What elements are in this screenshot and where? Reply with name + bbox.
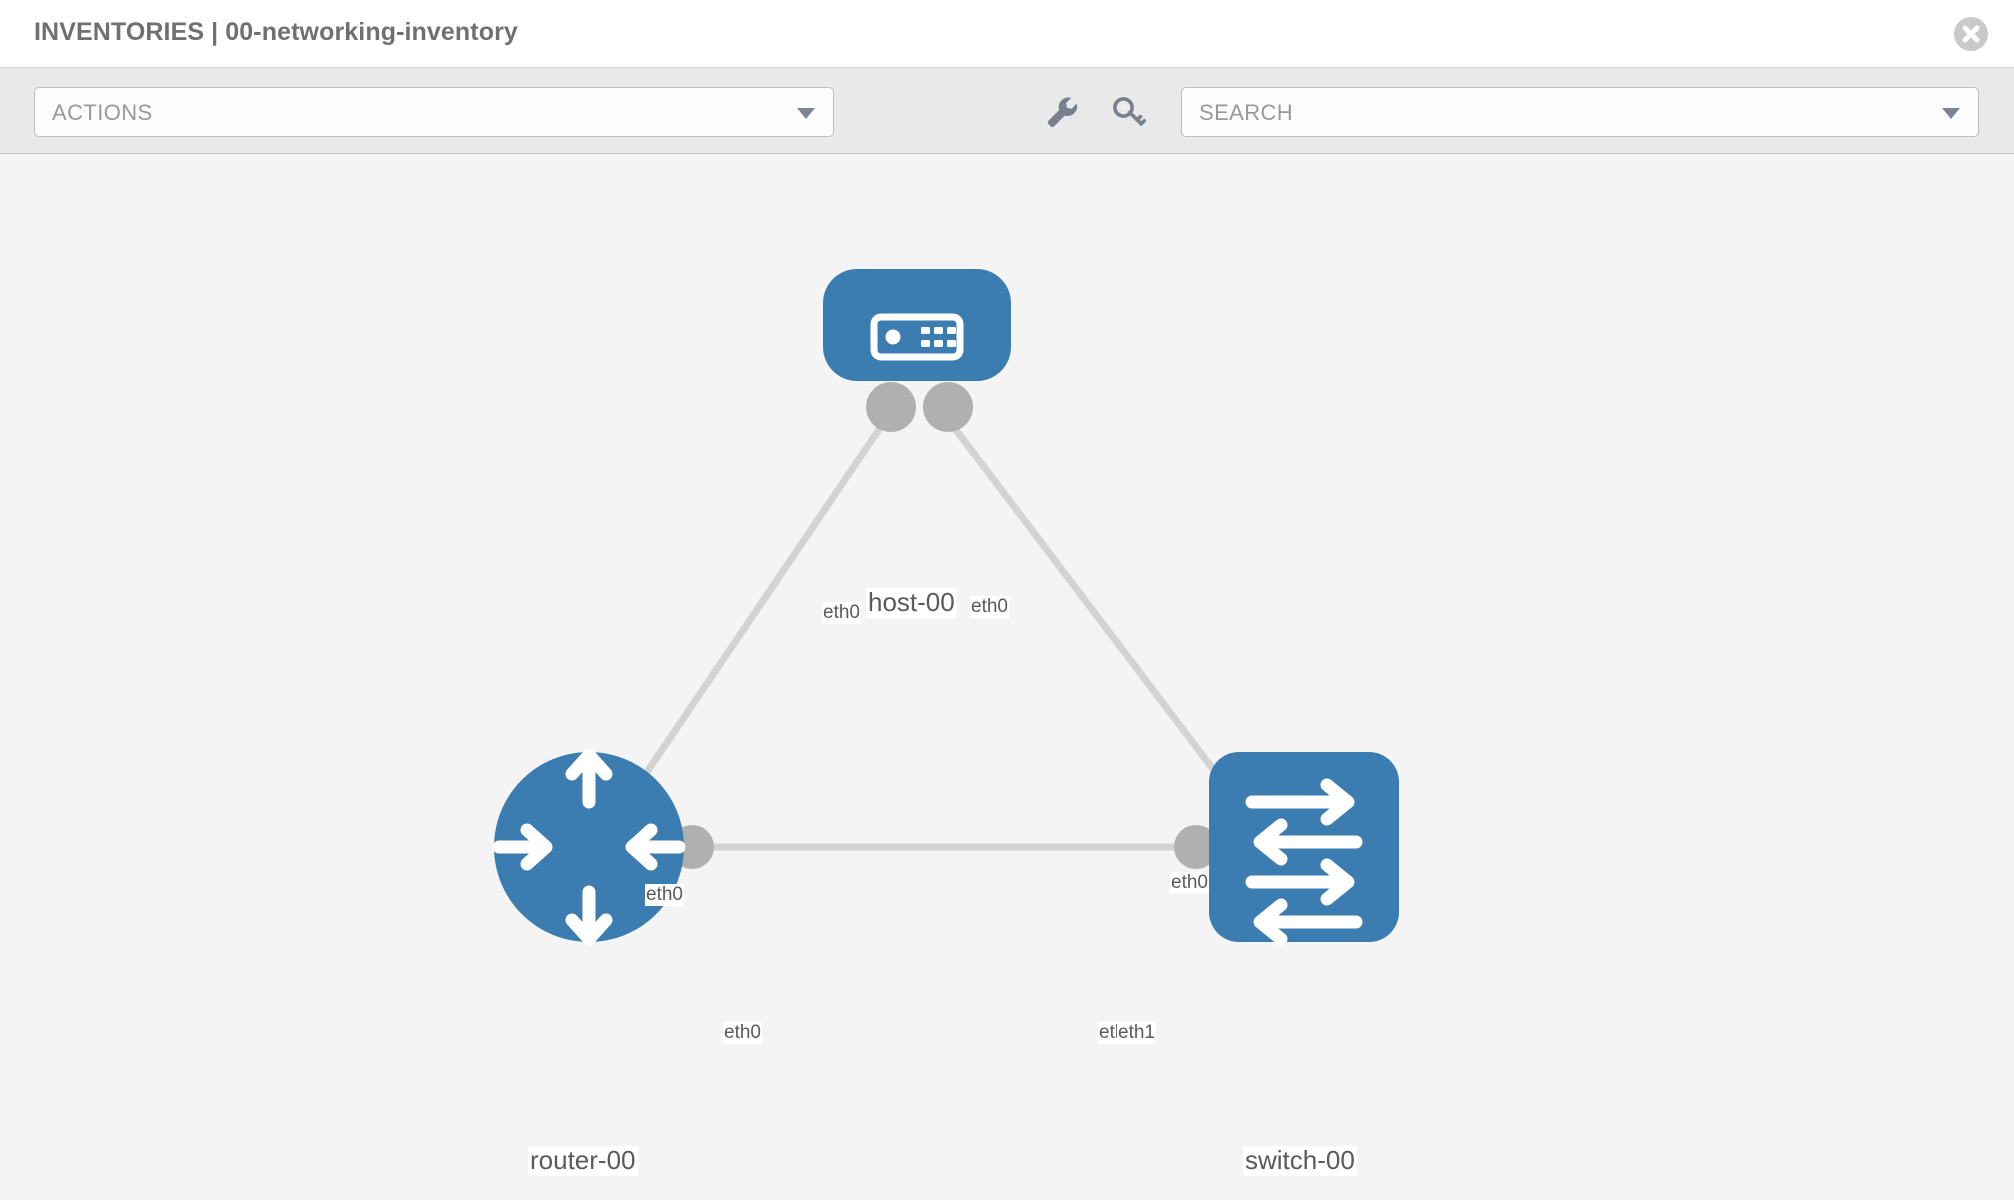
node-router-00[interactable] xyxy=(492,748,686,946)
iface-label-host-right: eth0 xyxy=(970,596,1009,618)
actions-dropdown-label: ACTIONS xyxy=(52,100,153,125)
node-label-host-00: host-00 xyxy=(866,587,957,618)
toolbar: ACTIONS SEARCH xyxy=(0,68,2014,154)
search-input[interactable]: SEARCH xyxy=(1181,87,1979,137)
chevron-down-icon xyxy=(797,108,815,119)
connector-host-right xyxy=(923,382,973,432)
topology-graph xyxy=(492,269,1399,946)
close-icon[interactable] xyxy=(1954,17,1988,51)
actions-dropdown[interactable]: ACTIONS xyxy=(34,87,834,137)
connector-layer xyxy=(670,382,1258,869)
search-placeholder: SEARCH xyxy=(1199,100,1294,125)
iface-label-host-left: eth0 xyxy=(822,602,861,624)
node-label-switch-00: switch-00 xyxy=(1243,1145,1357,1176)
connector-switch-left xyxy=(1174,825,1218,869)
chevron-down-icon xyxy=(1942,108,1960,119)
connector-host-left xyxy=(866,382,916,432)
topology-canvas[interactable]: host-00 router-00 switch-00 eth0 eth0 et… xyxy=(0,154,2014,1200)
page-title: INVENTORIES | 00-networking-inventory xyxy=(34,18,518,46)
node-host-00[interactable] xyxy=(823,269,1011,381)
window-header: INVENTORIES | 00-networking-inventory xyxy=(0,0,2014,68)
iface-label-router-up: eth0 xyxy=(645,884,684,906)
link-layer xyxy=(598,419,1250,851)
node-switch-00[interactable] xyxy=(1209,752,1399,946)
iface-label-router-right: eth0 xyxy=(723,1022,762,1044)
key-icon[interactable] xyxy=(1108,90,1152,134)
link-host-router xyxy=(598,420,887,842)
iface-label-switch-left-eth1: eth1 xyxy=(1117,1022,1156,1044)
wrench-icon[interactable] xyxy=(1040,90,1084,134)
node-label-router-00: router-00 xyxy=(528,1145,638,1176)
iface-label-switch-up: eth0 xyxy=(1170,872,1209,894)
link-host-switch xyxy=(947,419,1250,817)
